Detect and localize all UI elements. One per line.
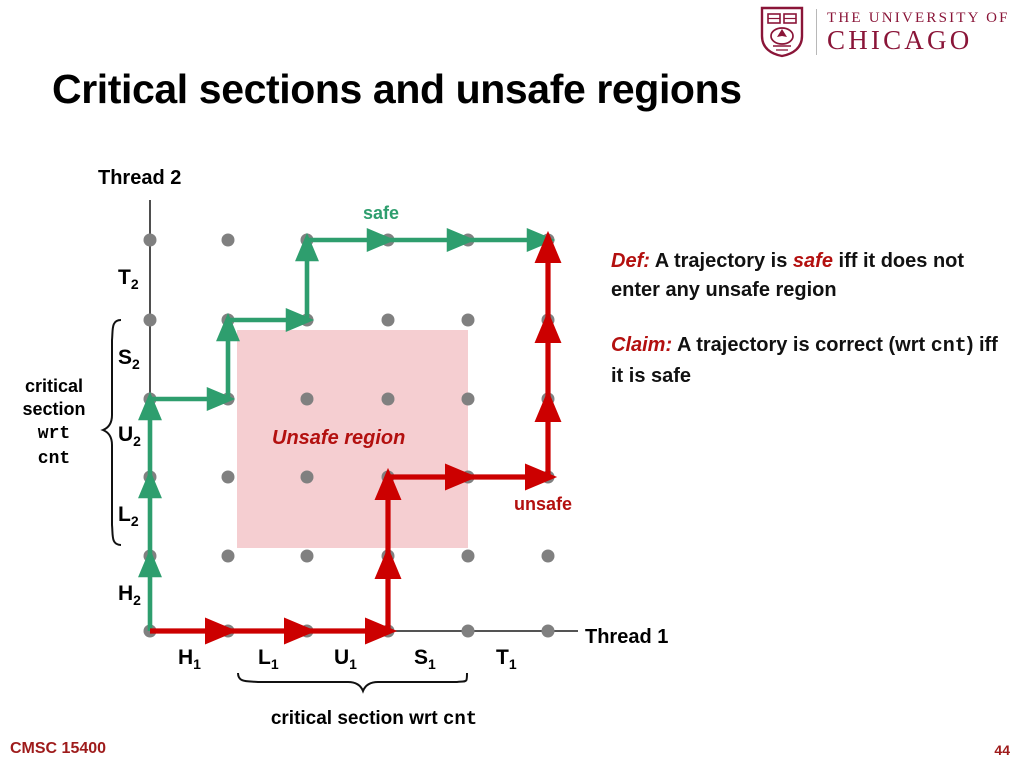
hbrace-mono: cnt <box>442 708 478 730</box>
y-tick-label-T2: T2 <box>118 266 139 293</box>
x-tick-label-S1: S1 <box>414 646 436 673</box>
x-tick-label-T1: T1 <box>496 646 517 673</box>
x-axis-title: Thread 1 <box>585 626 669 648</box>
progress-graph-diagram: Thread 2 Thread 1 T2 S2 U2 L2 H2 H1 L1 U… <box>8 167 668 731</box>
y-axis-title: Thread 2 <box>98 167 182 189</box>
logo-line-chicago: CHICAGO <box>827 25 973 56</box>
page-title: Critical sections and unsafe regions <box>52 66 742 112</box>
y-tick-label-U2: U2 <box>118 423 141 450</box>
page-number: 44 <box>994 742 1010 758</box>
definition-paragraph: Def: A trajectory is safe iff it does no… <box>611 247 1011 305</box>
def-keyword: Def: <box>611 250 650 272</box>
x-tick-label-L1: L1 <box>258 646 279 673</box>
unsafe-region-label: Unsafe region <box>272 427 406 449</box>
claim-text-a: A trajectory is correct (wrt <box>672 334 931 357</box>
diagram-svg <box>100 200 578 694</box>
safe-trajectory <box>138 228 556 631</box>
unsafe-region-rect <box>237 330 468 548</box>
def-text-b: iff it does not enter any unsafe region <box>611 250 965 302</box>
claim-keyword: Claim: <box>611 334 673 357</box>
logo-line-university: THE UNIVERSITY OF <box>827 9 1010 26</box>
vertical-brace-label: critical section wrt cnt <box>8 375 100 471</box>
horizontal-critical-section-brace <box>237 672 468 694</box>
def-text-a: A trajectory is <box>649 250 793 272</box>
logo-divider <box>816 9 817 55</box>
vbrace-line-1: critical <box>24 376 84 396</box>
def-emphasis: safe <box>792 250 833 272</box>
horizontal-brace-label: critical section wrt cnt <box>200 707 548 731</box>
unsafe-path-label: unsafe <box>514 494 573 514</box>
vertical-critical-section-brace <box>100 319 122 546</box>
notes-block: Def: A trajectory is safe iff it does no… <box>611 247 1011 391</box>
vbrace-line-4: cnt <box>37 449 71 470</box>
vbrace-line-3: wrt <box>37 424 71 445</box>
y-tick-label-H2: H2 <box>118 582 141 609</box>
claim-paragraph: Claim: A trajectory is correct (wrt cnt)… <box>611 331 1011 390</box>
claim-text-b: ) iff it is safe <box>611 334 998 387</box>
course-label: CMSC 15400 <box>10 740 107 757</box>
x-tick-label-U1: U1 <box>334 646 357 673</box>
unsafe-trajectory <box>150 230 562 645</box>
university-logo: THE UNIVERSITY OF CHICAGO <box>760 4 1022 60</box>
vbrace-line-2: section <box>22 399 86 420</box>
y-tick-label-L2: L2 <box>118 503 139 530</box>
crest-shield-icon <box>760 6 804 58</box>
safe-path-label: safe <box>363 203 400 223</box>
x-tick-label-H1: H1 <box>178 646 201 673</box>
hbrace-text: critical section wrt <box>270 708 443 729</box>
claim-mono: cnt <box>930 335 967 359</box>
y-tick-label-S2: S2 <box>118 346 140 373</box>
